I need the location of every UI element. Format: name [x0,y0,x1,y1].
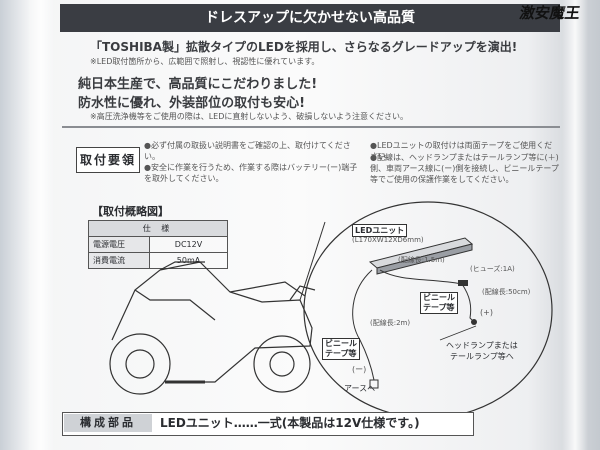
earth-label: アースへ [344,384,376,393]
install-label: 取付要領 [76,147,140,173]
diagram-title: 【取付概略図】 [92,205,169,218]
bullet-3: 防水性に優れ、外装部位の取付も安心! [78,96,306,111]
scooter-illustration [109,261,316,395]
note-2: ※高圧洗浄機等をご使用の際は、LEDに直射しないよう、破損しないよう注意ください… [90,112,409,121]
spec-key: 電源電圧 [88,236,150,253]
headlamp-label: ヘッドランプまたは テールランプ等へ [446,341,518,361]
led-size-label: (L170XW12XD6mm) [352,236,424,244]
composition-text: LEDユニット……一式(本製品は12V仕様です。) [160,416,420,430]
bullet-1: 「TOSHIBA製」拡散タイプのLEDを採用し、さらなるグレードアップを演出! [90,40,518,54]
fuse-label: (ヒューズ:1A) [470,265,515,273]
wire1-label: (配線長:1.5m) [398,256,445,264]
led-unit-shape [368,237,474,275]
composition-label: 構成部品 [64,414,152,432]
minus-label: (ー) [352,365,367,374]
banner-title: ドレスアップに欠かせない高品質 [60,4,560,32]
wire3-label: (配線長:2m) [370,319,411,327]
wire2-label: (配線長:50cm) [482,288,531,296]
spec-key: 消費電流 [88,252,150,269]
bullet-2: 純日本生産で、高品質にこだわりました! [78,77,318,92]
led-unit-label: LEDユニット [352,224,408,237]
leader-line [299,221,326,301]
plastic-glare-right [562,0,588,450]
vinyl-tape-label-1: ビニール テープ等 [420,292,458,314]
plastic-glare-left [28,0,54,450]
install-left-note-1: ●必ず付属の取扱い説明書をご確認の上、取付けてください。 [144,141,351,161]
plus-label: (+) [480,308,493,317]
shop-logo: 激安魔王 [518,4,582,22]
install-right-note-2: ●配線は、ヘッドランプまたはテールランプ等に(＋)側、車両アース線に(ー)側を接… [370,153,559,184]
plus-terminal-icon [471,319,477,325]
divider-line [62,126,560,128]
vinyl-tape-label-2: ビニール テープ等 [322,338,360,360]
leader-headlamp [439,325,477,341]
install-left-note-2: ●安全に作業を行うため、作業する際はバッテリー(ー)端子を取外してください。 [144,163,358,183]
install-right-note-1: ●LEDユニットの取付けは両面テープをご使用ください。 [370,141,553,161]
minus-terminal-icon [369,379,379,389]
fuse-icon [458,280,468,286]
note-1: ※LED取付箇所から、広範囲で照射し、視認性に優れています。 [90,57,320,66]
spec-title: 仕 様 [88,220,228,237]
